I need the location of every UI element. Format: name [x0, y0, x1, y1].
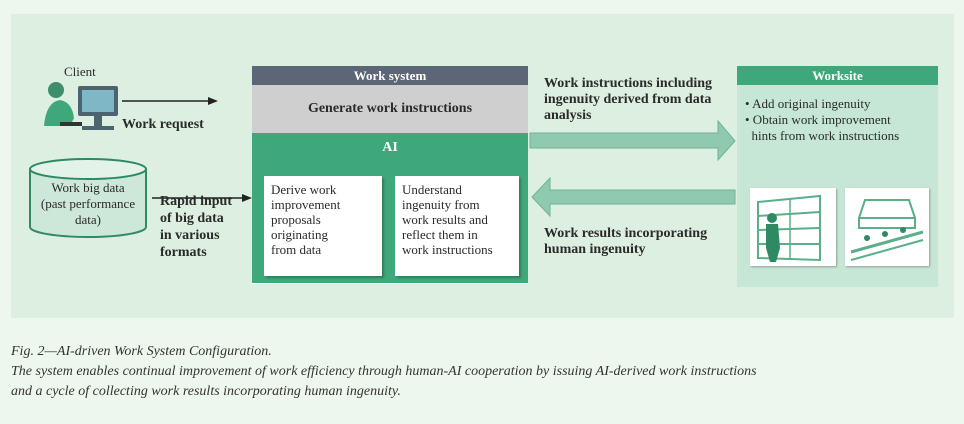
worksite-item-1: • Add original ingenuity: [745, 96, 871, 111]
card-left-line-4: originating: [271, 227, 329, 242]
caption-line-1: The system enables continual improvement…: [11, 364, 757, 379]
card-right-line-2: ingenuity from: [402, 197, 480, 212]
figure-caption: Fig. 2—AI-driven Work System Configurati…: [11, 342, 956, 402]
generate-instructions-band: Generate work instructions: [252, 85, 528, 133]
results-arrow-label: Work results incorporating human ingenui…: [544, 226, 734, 258]
card-right-line-5: work instructions: [402, 242, 493, 257]
client-label: Client: [64, 64, 96, 79]
caption-title: Fig. 2—AI-driven Work System Configurati…: [11, 344, 272, 359]
assembly-line-photo: [845, 188, 929, 266]
card-right-line-3: work results and: [402, 212, 488, 227]
rapid-line-2: of big data: [160, 211, 224, 226]
big-data-line-1: Work big data: [51, 180, 125, 195]
rapid-line-4: formats: [160, 245, 207, 260]
card-right-line-1: Understand: [402, 182, 462, 197]
rapid-input-arrowhead: [242, 194, 252, 202]
results-line-2: human ingenuity: [544, 242, 646, 257]
rapid-line-1: Rapid input: [160, 194, 232, 209]
ai-label: AI: [382, 140, 398, 155]
rapid-input-label: Rapid input of big data in various forma…: [160, 193, 250, 261]
instr-line-2: ingenuity derived from data: [544, 92, 712, 107]
results-line-1: Work results incorporating: [544, 226, 708, 241]
card-left-line-2: improvement: [271, 197, 341, 212]
card-left-line-1: Derive work: [271, 182, 337, 197]
instr-line-3: analysis: [544, 108, 592, 123]
database-icon: [29, 158, 147, 238]
big-data-line-3: data): [75, 212, 101, 227]
big-data-label: Work big data (past performance data): [28, 180, 148, 228]
work-system-title: Work system: [252, 66, 528, 85]
results-arrow: [531, 176, 736, 218]
understand-ingenuity-card: Understand ingenuity from work results a…: [395, 176, 519, 276]
client-computer-icon: [44, 82, 118, 130]
worksite-item-2: • Obtain work improvement: [745, 112, 891, 127]
work-request-label: Work request: [122, 117, 204, 132]
instr-line-1: Work instructions including: [544, 76, 713, 91]
worksite-item-3: hints from work instructions: [745, 128, 900, 143]
rapid-line-3: in various: [160, 228, 220, 243]
derive-proposals-card: Derive work improvement proposals origin…: [264, 176, 382, 276]
worksite-list: • Add original ingenuity • Obtain work i…: [745, 96, 937, 144]
factory-worker-photo: [750, 188, 836, 266]
worksite-title: Worksite: [737, 66, 938, 85]
card-left-line-5: from data: [271, 242, 322, 257]
instructions-arrow: [529, 119, 736, 162]
caption-line-2: and a cycle of collecting work results i…: [11, 384, 401, 399]
instructions-arrow-label: Work instructions including ingenuity de…: [544, 76, 734, 124]
work-request-arrowhead: [208, 97, 218, 105]
card-left-line-3: proposals: [271, 212, 321, 227]
big-data-line-2: (past performance: [40, 196, 136, 211]
card-right-line-4: reflect them in: [402, 227, 478, 242]
